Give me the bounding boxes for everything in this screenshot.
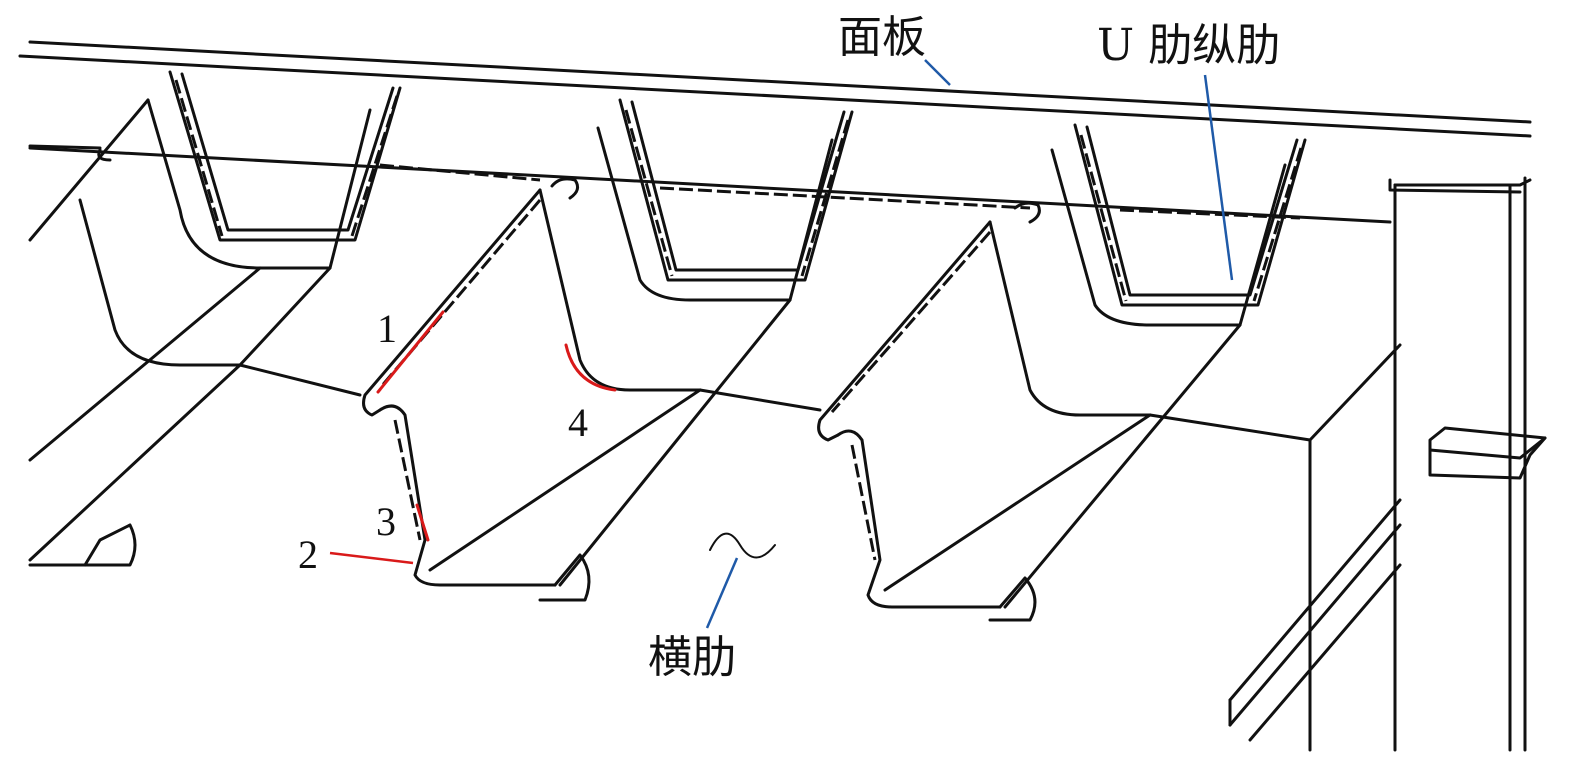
leaders — [329, 59, 1234, 629]
cross-beam-top-edge — [28, 144, 1392, 224]
diaphragm-block — [1228, 343, 1402, 752]
weld-seam-4 — [564, 343, 617, 392]
labels: 面板 U 肋纵肋 横肋 1 2 3 4 — [298, 12, 1280, 683]
label-4: 4 — [568, 400, 588, 445]
deck-plate — [18, 40, 1532, 138]
leader-deck-plate — [924, 59, 951, 86]
wave-break-symbol — [709, 532, 776, 559]
u-rib-3 — [817, 123, 1312, 622]
label-3: 3 — [376, 499, 396, 544]
weld-seams — [376, 310, 617, 542]
label-1: 1 — [377, 306, 397, 351]
leader-2 — [329, 551, 414, 565]
label-deck-plate: 面板 — [838, 12, 926, 63]
weld-seam-1 — [376, 310, 445, 394]
u-rib-2 — [238, 98, 854, 602]
u-rib-1 — [28, 70, 402, 567]
label-2: 2 — [298, 532, 318, 577]
label-cross-beam: 横肋 — [648, 632, 736, 683]
leader-u-rib — [1203, 74, 1234, 281]
leader-cross-beam — [705, 557, 739, 629]
vertical-web — [1388, 176, 1547, 752]
weld-seam-3 — [415, 503, 430, 542]
label-u-rib: U 肋纵肋 — [1097, 20, 1280, 71]
